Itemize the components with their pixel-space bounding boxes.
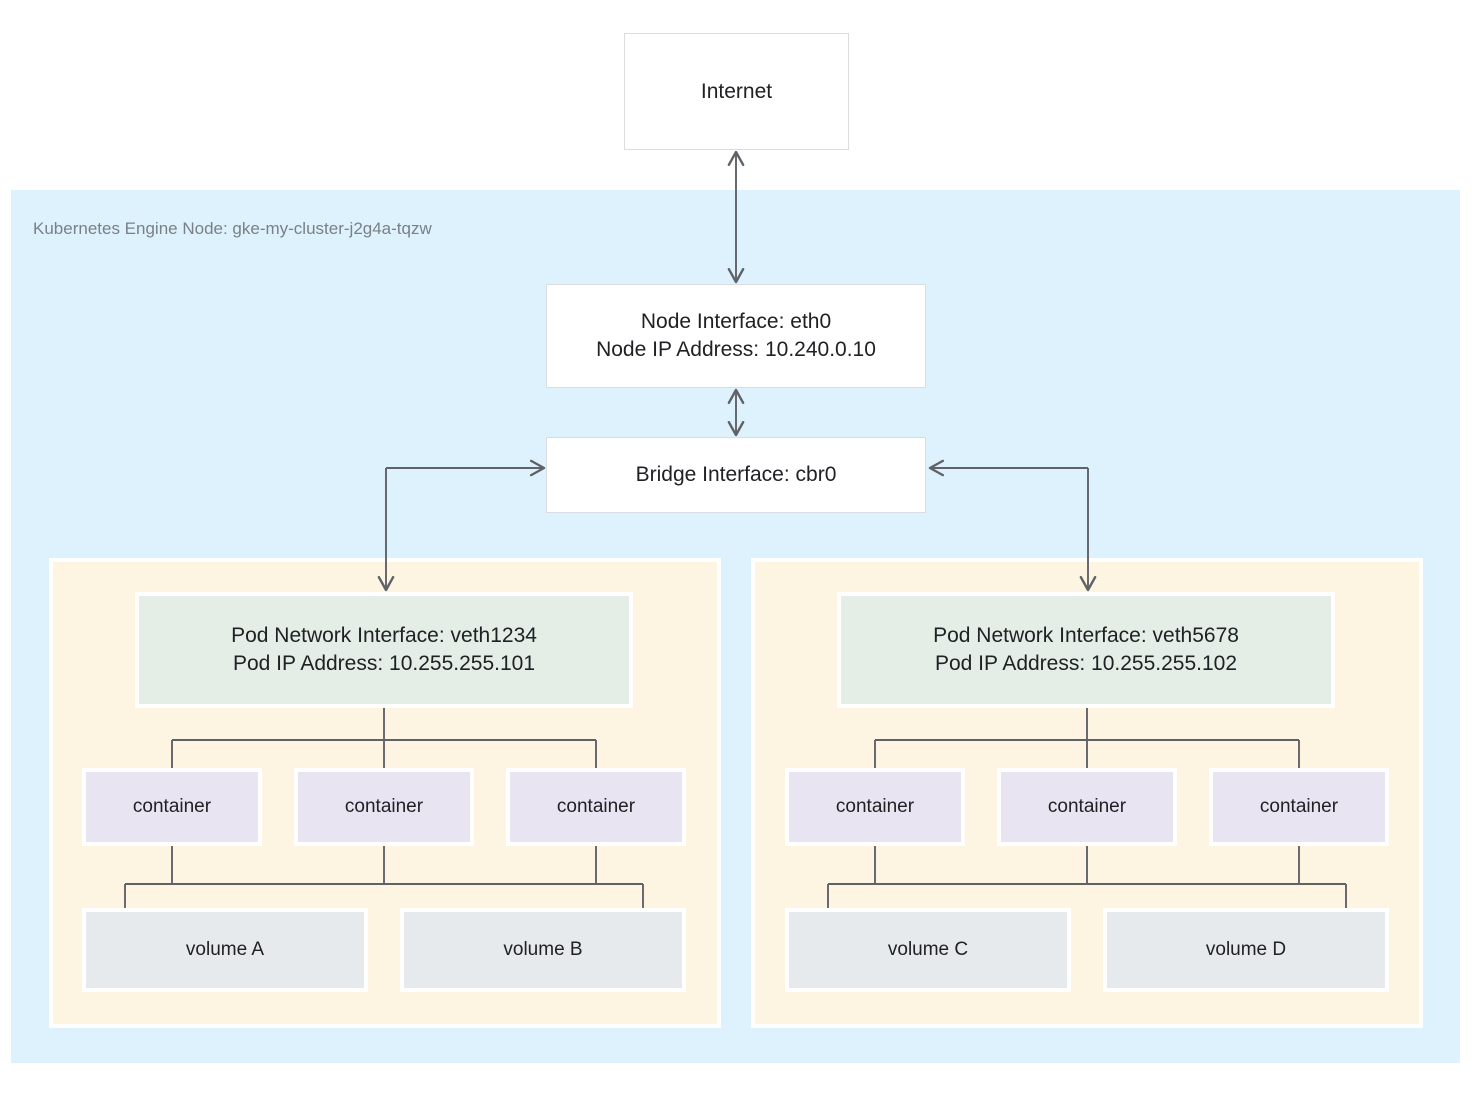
pod-1-container-2: container [298,772,470,842]
pod-1-volume-b-label: volume B [503,939,583,961]
pod-2-volume-d-label: volume D [1205,939,1287,961]
pod-1-volume-b: volume B [404,912,682,988]
node-ip-address: Node IP Address: 10.240.0.10 [596,338,876,361]
pod-2-container-3: container [1213,772,1385,842]
node-interface-name: Node Interface: eth0 [640,310,832,334]
internet-box: Internet [624,33,849,150]
pod-1-network-interface-box: Pod Network Interface: veth1234 Pod IP A… [139,596,629,704]
pod-1-container-1-label: container [132,796,212,818]
pod-1-volume-a-label: volume A [185,939,265,961]
pod-1-ip-address: Pod IP Address: 10.255.255.101 [232,652,536,675]
pod-1-container-1: container [86,772,258,842]
pod-2-volume-c: volume C [789,912,1067,988]
pod-2-container-2-label: container [1047,796,1127,818]
pod-1-container-2-label: container [344,796,424,818]
pod-1-volume-a: volume A [86,912,364,988]
pod-1-container-3-label: container [556,796,636,818]
pod-2-container-1: container [789,772,961,842]
pod-2-network-interface-box: Pod Network Interface: veth5678 Pod IP A… [841,596,1331,704]
pod-2-interface-name: Pod Network Interface: veth5678 [933,624,1239,648]
pod-2-container-3-label: container [1259,796,1339,818]
bridge-interface-label: Bridge Interface: cbr0 [635,463,837,487]
pod-2-container-2: container [1001,772,1173,842]
pod-2-container-1-label: container [835,796,915,818]
pod-2-ip-address: Pod IP Address: 10.255.255.102 [934,652,1238,675]
pod-2-volume-c-label: volume C [887,939,969,961]
node-interface-box: Node Interface: eth0 Node IP Address: 10… [546,284,926,388]
pod-1-container-3: container [510,772,682,842]
pod-2-volume-d: volume D [1107,912,1385,988]
internet-label: Internet [700,79,773,103]
bridge-interface-box: Bridge Interface: cbr0 [546,437,926,513]
kubernetes-node-group-label: Kubernetes Engine Node: gke-my-cluster-j… [33,219,432,238]
pod-1-interface-name: Pod Network Interface: veth1234 [231,624,537,648]
